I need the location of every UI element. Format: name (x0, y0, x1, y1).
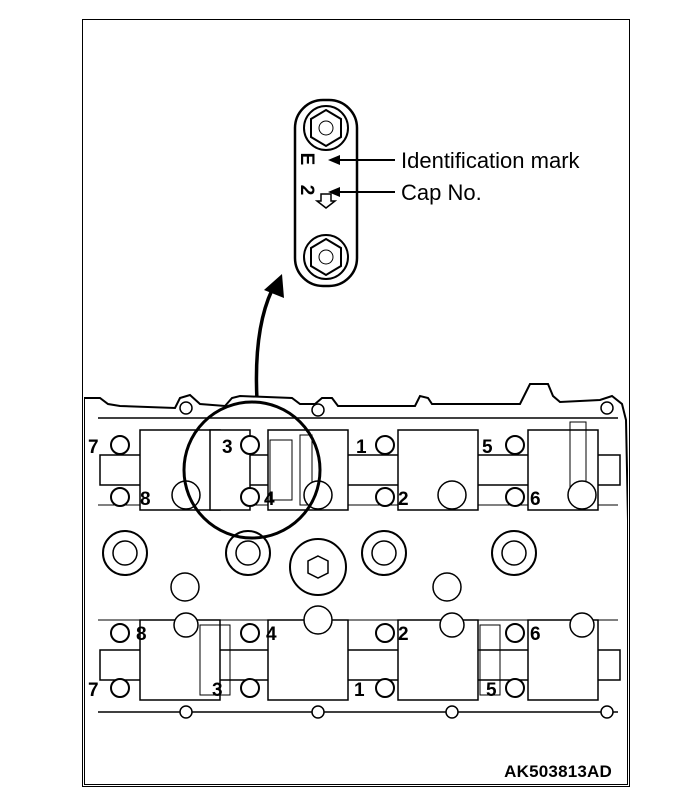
lower-camshaft (99, 619, 621, 701)
cap-bottom-bolt (303, 234, 349, 280)
bolt-number: 6 (530, 489, 541, 510)
cap-no-label: Cap No. (401, 180, 482, 205)
bolt-number: 3 (222, 437, 233, 458)
upper-camshaft (99, 421, 621, 511)
bolt-number: 5 (486, 680, 497, 701)
lower-cap-bolts (110, 623, 525, 698)
bolt-sequence-numbers: 7 3 1 5 8 4 2 6 8 4 2 6 7 3 1 5 (88, 437, 541, 701)
bolt-number: 2 (398, 489, 409, 510)
bolt-number: 4 (264, 489, 275, 510)
magnify-arrow (254, 274, 284, 401)
cap-number-mark: 2 (296, 185, 317, 196)
bolt-number: 3 (212, 680, 223, 701)
bolt-number: 7 (88, 437, 99, 458)
center-bores (102, 401, 614, 719)
bolt-number: 8 (136, 624, 147, 645)
bolt-number: 7 (88, 680, 99, 701)
bolt-number: 4 (266, 624, 277, 645)
bolt-number: 6 (530, 624, 541, 645)
upper-cap-bolts (110, 435, 525, 507)
bolt-number: 8 (140, 489, 151, 510)
reference-code: AK503813AD (504, 762, 612, 781)
bolt-number: 5 (482, 437, 493, 458)
bolt-number: 2 (398, 624, 409, 645)
leader-lines (328, 155, 395, 197)
cap-top-bolt (303, 105, 349, 151)
cap-identification-letter: E (296, 153, 317, 166)
identification-mark-label: Identification mark (401, 148, 581, 173)
detail-bearing-cap: E 2 (293, 98, 359, 288)
bolt-number: 1 (354, 680, 365, 701)
front-arrow-mark (314, 193, 338, 209)
cylinder-head (84, 383, 628, 785)
detail-circle (182, 400, 322, 540)
bolt-number: 1 (356, 437, 367, 458)
